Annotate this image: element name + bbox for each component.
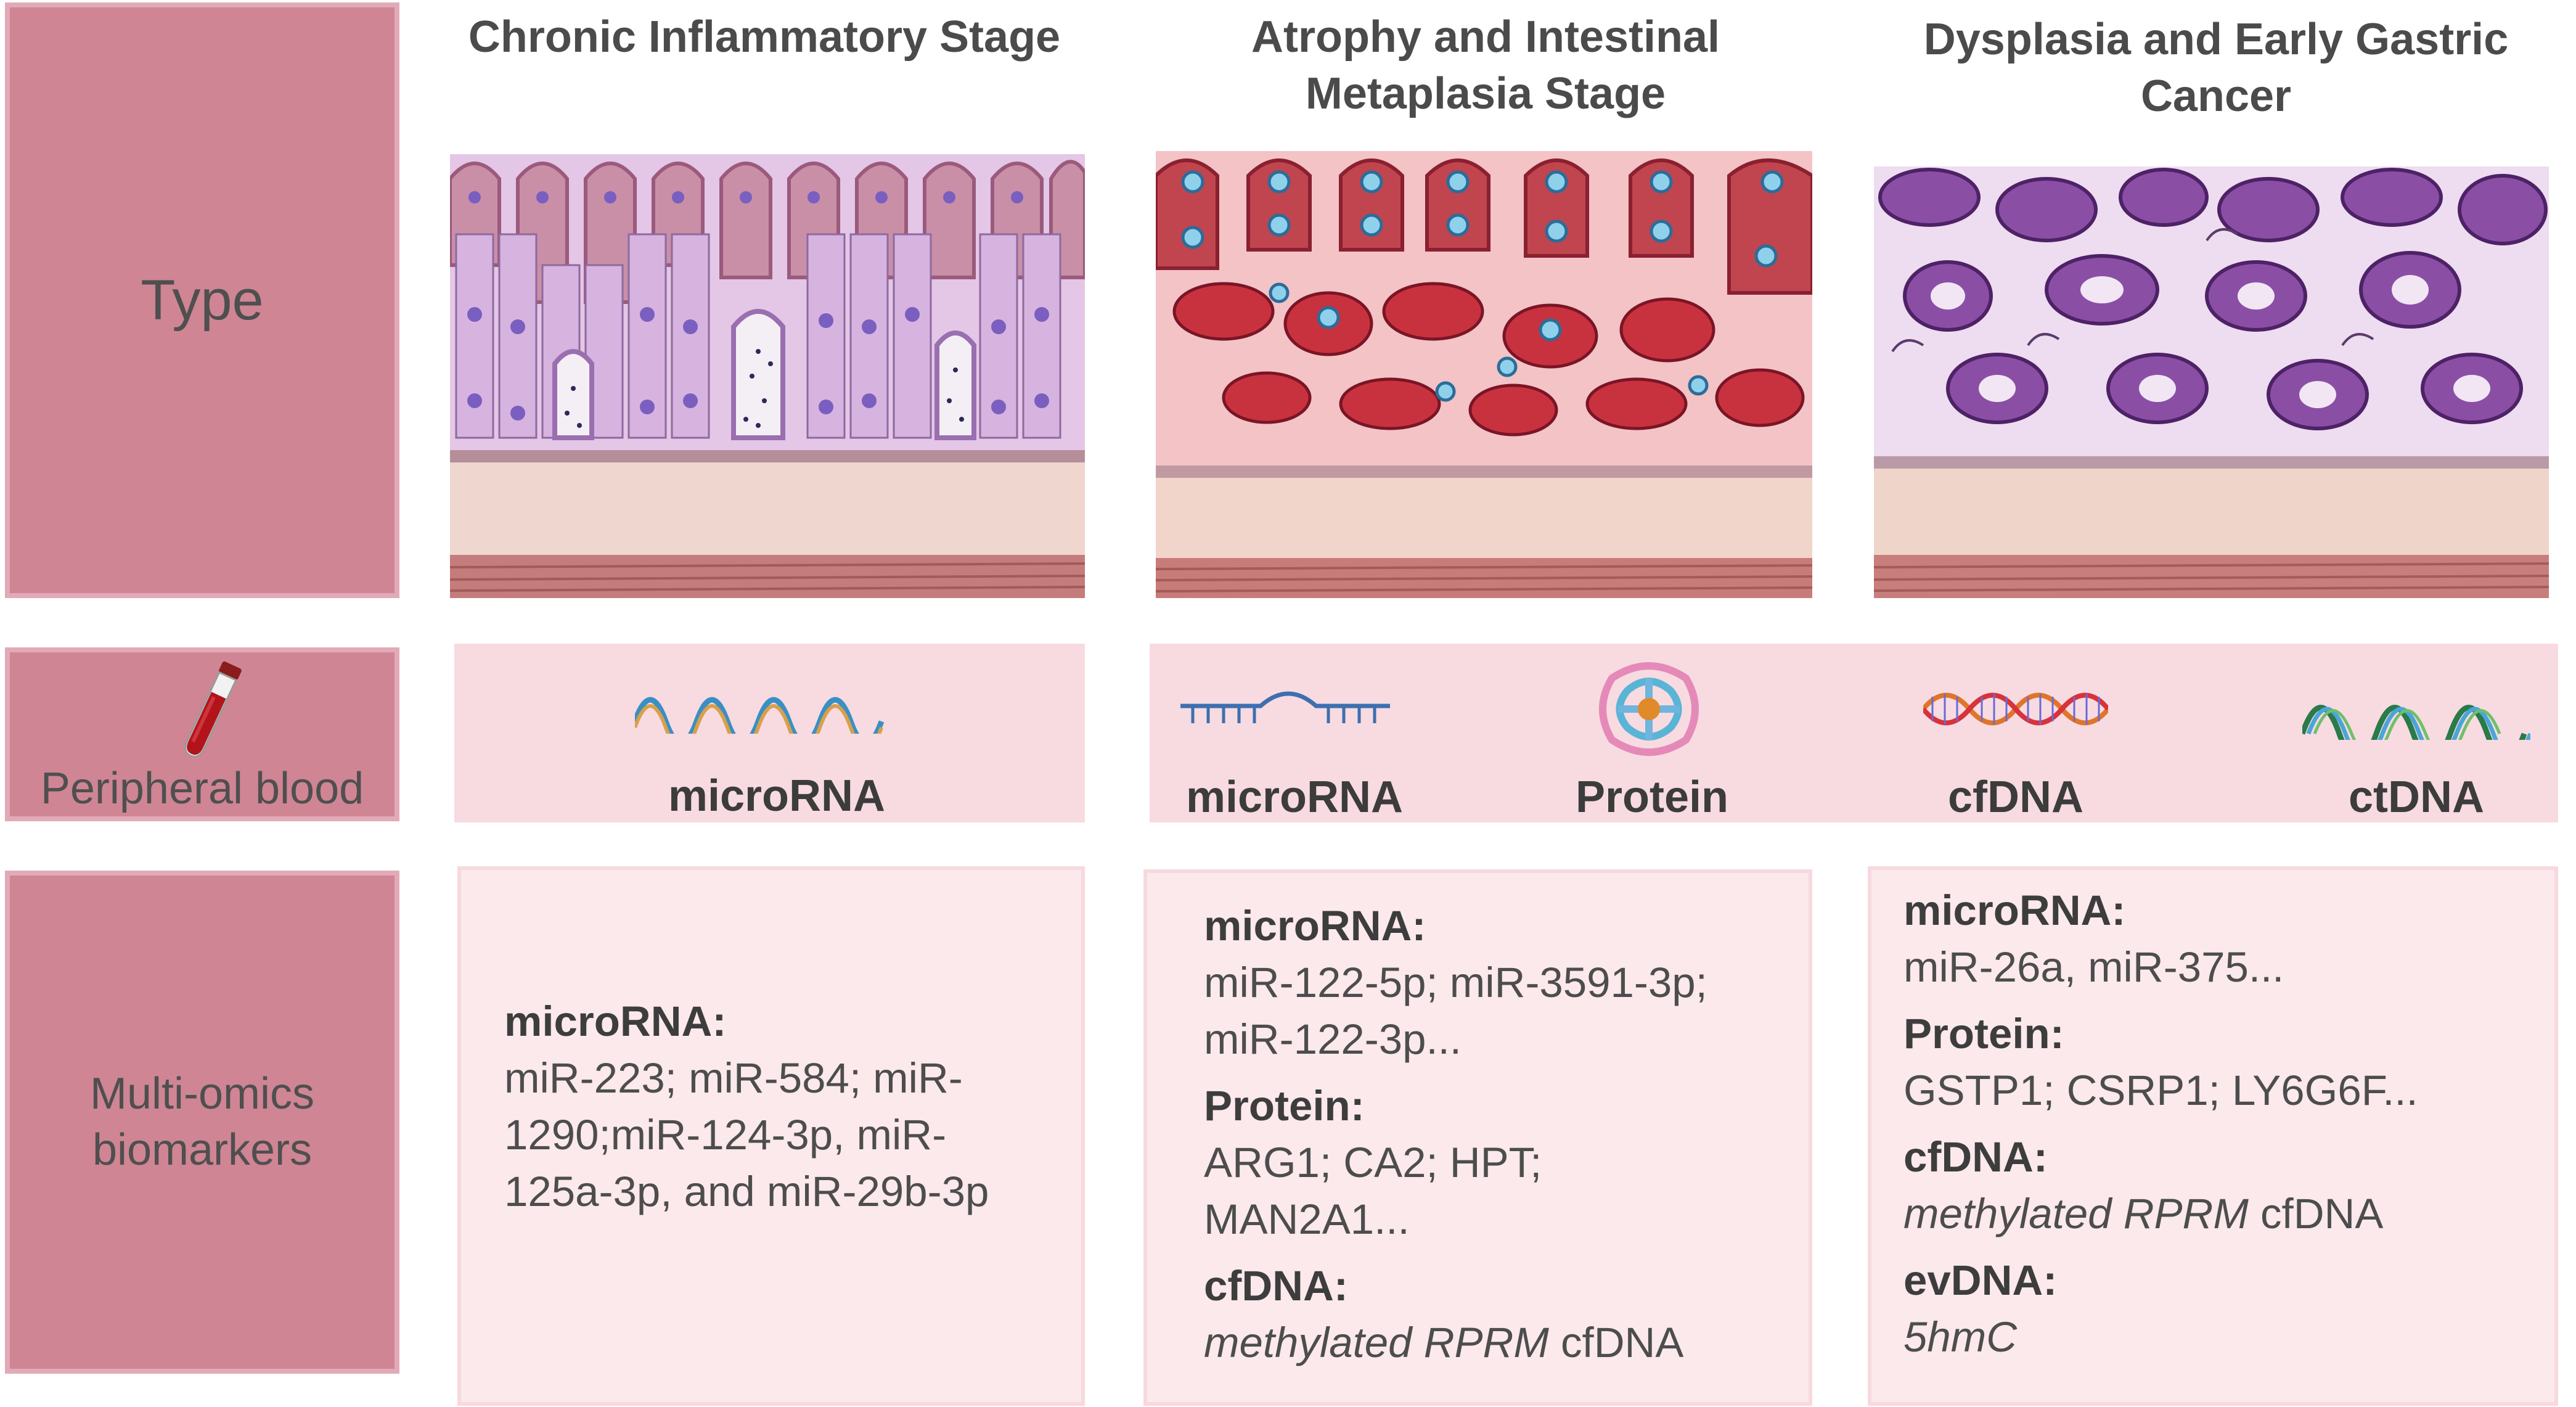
stage-3-title-line2: Cancer xyxy=(2140,72,2292,121)
omics-stage2-protein-line1: ARG1; CA2; HPT; xyxy=(1204,1139,1542,1186)
omics-stage1-microrna-line2: 1290;miR-124-3p, miR- xyxy=(504,1111,947,1159)
tissue-illustration-chronic-inflammatory xyxy=(450,142,1085,598)
omics-stage2-cfdna-italic: methylated RPRM xyxy=(1204,1319,1549,1366)
blood-label-stage1-microrna: microRNA xyxy=(668,771,886,821)
blood-label-stage3-cfdna: cfDNA xyxy=(1947,773,2083,822)
stage-1-title-line1: Chronic Inflammatory Stage xyxy=(468,12,1061,62)
omics-stage3-protein-line1: GSTP1; CSRP1; LY6G6F... xyxy=(1903,1067,2418,1114)
blood-label-stage2-protein: Protein xyxy=(1575,773,1729,822)
omics-stage3-evdna-italic: 5hmC xyxy=(1903,1313,2018,1361)
omics-stage1-microrna-line3: 125a-3p, and miR-29b-3p xyxy=(504,1168,989,1215)
blood-band-stage-2-3 xyxy=(1150,644,2558,822)
omics-box-stage1: microRNA: miR-223; miR-584; miR- 1290;mi… xyxy=(457,866,1085,1406)
omics-stage3-cfdna-italic: methylated RPRM xyxy=(1903,1190,2249,1237)
omics-stage2-protein-line2: MAN2A1... xyxy=(1204,1196,1410,1243)
omics-box-stage2: microRNA: miR-122-5p; miR-3591-3p; miR-1… xyxy=(1143,869,1812,1406)
tissue-illustration-atrophy-metaplasia xyxy=(1156,133,1812,598)
omics-stage2-microrna-line2: miR-122-3p... xyxy=(1204,1015,1462,1063)
omics-stage2-cfdna-suffix: cfDNA xyxy=(1548,1319,1684,1366)
omics-stage2-protein-heading: Protein: xyxy=(1204,1082,1365,1130)
row-label-multi-omics-line1: Multi-omics xyxy=(89,1069,314,1118)
row-label-peripheral-blood-text: Peripheral blood xyxy=(40,764,364,813)
row-label-type-text: Type xyxy=(141,268,264,332)
stage-3-title-line1: Dysplasia and Early Gastric xyxy=(1923,15,2509,64)
stage-title-dysplasia-cancer: Dysplasia and Early Gastric Cancer xyxy=(1862,11,2570,125)
row-label-peripheral-blood: Peripheral blood xyxy=(5,647,399,821)
cfdna-helix-icon xyxy=(1923,692,2108,726)
omics-stage3-cfdna-heading: cfDNA: xyxy=(1903,1133,2048,1181)
omics-stage2-cfdna-heading: cfDNA: xyxy=(1204,1262,1348,1310)
blood-tube-icon xyxy=(184,661,242,758)
row-label-type: Type xyxy=(5,2,399,598)
omics-stage1-microrna-heading: microRNA: xyxy=(504,998,727,1045)
omics-stage3-protein-heading: Protein: xyxy=(1903,1010,2064,1057)
omics-stage2-microrna-heading: microRNA: xyxy=(1204,902,1426,950)
stage-title-chronic-inflammatory: Chronic Inflammatory Stage xyxy=(431,9,1097,65)
stage-title-atrophy-metaplasia: Atrophy and Intestinal Metaplasia Stage xyxy=(1147,9,1825,122)
omics-stage3-microrna-heading: microRNA: xyxy=(1903,887,2126,934)
stage-2-title-line1: Atrophy and Intestinal xyxy=(1251,12,1720,62)
omics-stage3-cfdna-suffix: cfDNA xyxy=(2248,1190,2384,1237)
omics-stage2-microrna-line1: miR-122-5p; miR-3591-3p; xyxy=(1204,959,1707,1006)
protein-structure-icon xyxy=(1599,662,1699,756)
row-label-multi-omics: Multi-omics biomarkers xyxy=(5,871,399,1374)
microrna-hairpin-icon xyxy=(1180,691,1390,723)
blood-label-stage3-ctdna: ctDNA xyxy=(2348,773,2484,822)
omics-stage2-cfdna-line: methylated RPRM cfDNA xyxy=(1204,1315,1809,1371)
ctdna-helix-icon xyxy=(2302,705,2530,740)
microrna-helix-icon xyxy=(635,697,885,734)
blood-band-stage-1 xyxy=(454,644,1085,822)
omics-box-stage3: microRNA: miR-26a, miR-375... Protein: G… xyxy=(1868,866,2558,1406)
blood-label-stage2-microrna: microRNA xyxy=(1185,773,1404,822)
omics-stage3-microrna-line1: miR-26a, miR-375... xyxy=(1903,943,2284,991)
omics-stage1-microrna-line1: miR-223; miR-584; miR- xyxy=(504,1054,963,1102)
row-label-multi-omics-line2: biomarkers xyxy=(92,1125,313,1175)
omics-stage3-cfdna-line: methylated RPRM cfDNA xyxy=(1903,1186,2554,1242)
omics-stage3-evdna-heading: evDNA: xyxy=(1903,1257,2058,1304)
tissue-illustration-dysplasia-cancer xyxy=(1874,142,2549,598)
stage-2-title-line2: Metaplasia Stage xyxy=(1305,69,1666,118)
